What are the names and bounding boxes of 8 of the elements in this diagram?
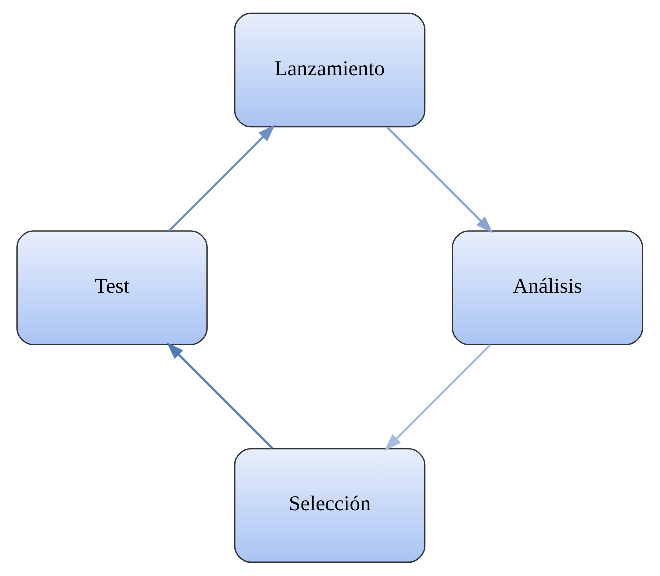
node-box: Test	[16, 230, 208, 346]
arrow	[168, 124, 276, 232]
arrow	[384, 344, 492, 452]
arrow	[386, 126, 494, 234]
node-box: Selección	[234, 448, 426, 564]
node-box: Lanzamiento	[234, 12, 426, 128]
arrow	[166, 342, 274, 450]
node-box: Análisis	[452, 230, 644, 346]
